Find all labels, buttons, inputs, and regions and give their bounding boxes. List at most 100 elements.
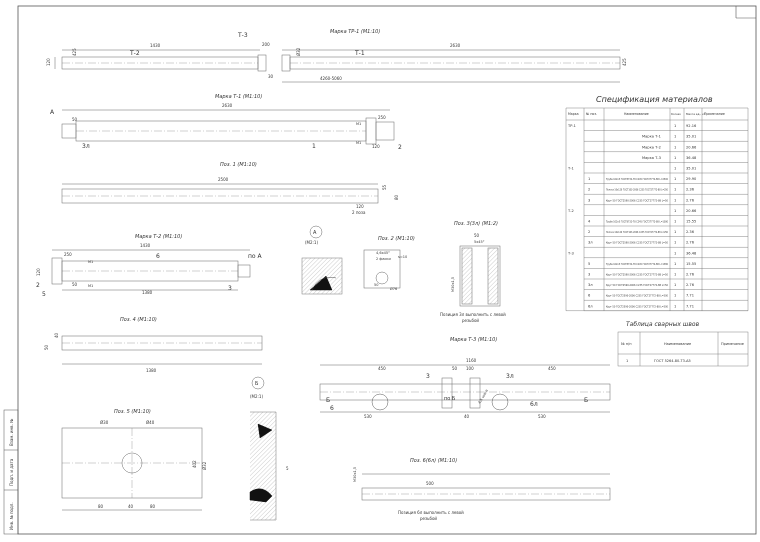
- note-6l-b: резьбой: [420, 516, 437, 521]
- view-pos4-title: Поз. 4 (М1:10): [120, 317, 157, 323]
- pos-6l: 6л: [530, 401, 538, 408]
- spec-row-pos: 3: [588, 273, 590, 277]
- spec-row-qty: 1: [674, 135, 676, 139]
- dim-1430: 1430: [140, 243, 151, 248]
- dim-2630: 2630: [222, 103, 233, 108]
- spec-row-qty: 1: [674, 273, 676, 277]
- dim-402: 402: [192, 460, 197, 468]
- detail-a-scale: (М2:1): [305, 240, 318, 245]
- dim-120: 120: [46, 58, 51, 66]
- view-pos4: Поз. 4 (М1:10) 1380 40 50: [44, 317, 263, 373]
- pos-3: 3: [228, 285, 232, 292]
- spec-row-mass: 15.55: [686, 262, 696, 266]
- spec-row-mass: 15.55: [686, 220, 696, 224]
- spec-row-mass: 7.71: [686, 294, 694, 298]
- spec-row-mass: 20.66: [686, 145, 697, 149]
- side-label-inv: Инв. № подл.: [9, 502, 14, 530]
- spec-row-name: Труба 102х5 ГОСТ8732-78 С245 ГОСТ27772-8…: [606, 220, 668, 224]
- spec-row-pos: 2: [588, 188, 590, 192]
- spec-row-qty: 1: [674, 262, 676, 266]
- dim-250: 250: [378, 115, 386, 120]
- spec-header-0: Марка: [568, 112, 579, 116]
- welds-header-num: № п/п: [621, 342, 632, 346]
- dim-76: Ø76: [390, 286, 397, 291]
- dim-100: 100: [466, 366, 474, 371]
- spec-row-qty: 1: [674, 251, 676, 255]
- section-a-mark: А: [50, 109, 55, 116]
- spec-row-mass: 36.48: [686, 156, 697, 160]
- pos-6: 6: [330, 405, 334, 412]
- note-6l-a: Позиция 6л выполнить с левой: [398, 510, 464, 515]
- spec-row-name: Марка Т-2: [642, 145, 661, 149]
- detail-a: А (М2:1): [301, 225, 343, 295]
- spec-row-pos: 6: [588, 294, 591, 298]
- spec-row-qty: 1: [674, 145, 676, 149]
- detail-b-scale: (М2:1): [250, 394, 263, 399]
- spec-row-mass: 2.76: [686, 198, 695, 202]
- spec-row-name: Круг 50 ГОСТ2590-2006 С235 ГОСТ27772-88 …: [606, 198, 668, 202]
- dim-250: 250: [64, 252, 72, 257]
- weld-m1-a: М1: [88, 260, 93, 264]
- spec-row-name: Труба 102х5 ГОСТ8732-78 С245 ГОСТ27772-8…: [606, 177, 668, 181]
- chamfer-label: 5х45°: [474, 240, 485, 244]
- view-pos6-title: Поз. 6(6л) (М1:10): [410, 458, 457, 464]
- view-pos1: Поз. 1 (М1:10) 2500 120 2 поза 55 80: [61, 162, 399, 215]
- dim-55: 55: [382, 184, 387, 190]
- spec-row-mass: 36.48: [686, 251, 697, 255]
- spec-row-qty: 1: [674, 167, 676, 171]
- section-b-right: Б: [584, 397, 588, 404]
- spec-row-name: Марка Т-1: [642, 135, 661, 139]
- spec-row-qty: 1: [674, 177, 676, 181]
- dim-30: 30: [268, 74, 274, 79]
- dim-4260: 4260-5060: [320, 76, 342, 81]
- dim-40: 40: [464, 414, 470, 419]
- spec-row-name: Круг 50 ГОСТ2590-2006 С235 ГОСТ27772-88 …: [606, 241, 668, 245]
- dim-425-b: 425: [622, 58, 627, 66]
- spec-row-pos: 6л: [588, 304, 593, 308]
- pos-3: 3: [426, 373, 430, 380]
- view-pos3: Поз. 3(3л) (М1:2) 50 5х45° М30х1,5 Позиц…: [440, 221, 506, 323]
- spec-row-pos: 3л: [588, 283, 593, 287]
- spec-row-pos: 3л: [588, 241, 593, 245]
- dim-80: 80: [394, 194, 399, 200]
- spec-table: Спецификация материалов: [565, 95, 749, 311]
- dim-1380: 1380: [146, 368, 157, 373]
- side-label-replace: Взам. инв. №: [9, 419, 14, 446]
- spec-row-qty: 1: [674, 304, 676, 308]
- spec-row-name: Марка Т-3: [642, 156, 661, 160]
- spec-row-name: Труба 102х5 ГОСТ8732-78 С245 ГОСТ27772-8…: [606, 262, 668, 266]
- spec-row-pos: 4: [588, 220, 591, 224]
- dim-50: 50: [72, 282, 78, 287]
- spec-row-mass: 2.36: [686, 230, 695, 234]
- spec-header-3: Кол-во: [671, 112, 681, 116]
- welds-header-note: Примечание: [721, 342, 744, 346]
- view-t1: Марка Т-1 (М1:10) А 2630 50 250 М1 М1 12…: [50, 94, 402, 151]
- spec-row-mass: 29.90: [686, 177, 697, 181]
- spec-row-pos: 1: [588, 177, 590, 181]
- spec-header-1: № поз.: [586, 112, 597, 116]
- dim-450-b: 450: [548, 366, 556, 371]
- dim-80-a: 80: [98, 504, 104, 509]
- view-pos3-title: Поз. 3(3л) (М1:2): [454, 221, 498, 227]
- view-pos5: Поз. 5 (М1:10) Ø30 Ø40 402 Ø32 80 80 40: [61, 409, 207, 511]
- dim-50: 50: [474, 233, 480, 238]
- view-t2-title: Марка Т-2 (М1:10): [135, 234, 182, 240]
- view-t3-title: Марка Т-3 (М1:10): [450, 337, 497, 343]
- dim-450-a: 450: [378, 366, 386, 371]
- spec-row-mass: 7.71: [686, 304, 694, 308]
- dim-40: 40: [54, 332, 59, 338]
- note-3l-b: резьбой: [462, 318, 479, 323]
- dim-2630: 2630: [450, 43, 461, 48]
- view-pos5-title: Поз. 5 (М1:10): [114, 409, 151, 415]
- side-stamp: Инв. № подл. Подп. и дата Взам. инв. №: [3, 409, 19, 535]
- welds-title: Таблица сварных швов: [626, 321, 700, 328]
- pos-6: 6: [156, 253, 160, 260]
- detail-b: Б (М2:1) 5: [249, 376, 289, 521]
- view-pos2-title: Поз. 2 (М1:10): [378, 236, 415, 242]
- weld-m1-b: М1: [88, 284, 93, 288]
- spec-row-qty: 1: [674, 241, 676, 245]
- dim-530-b: 530: [538, 414, 546, 419]
- dim-step: 4,5 шага: [477, 389, 488, 405]
- spec-row-qty: 1: [674, 220, 676, 224]
